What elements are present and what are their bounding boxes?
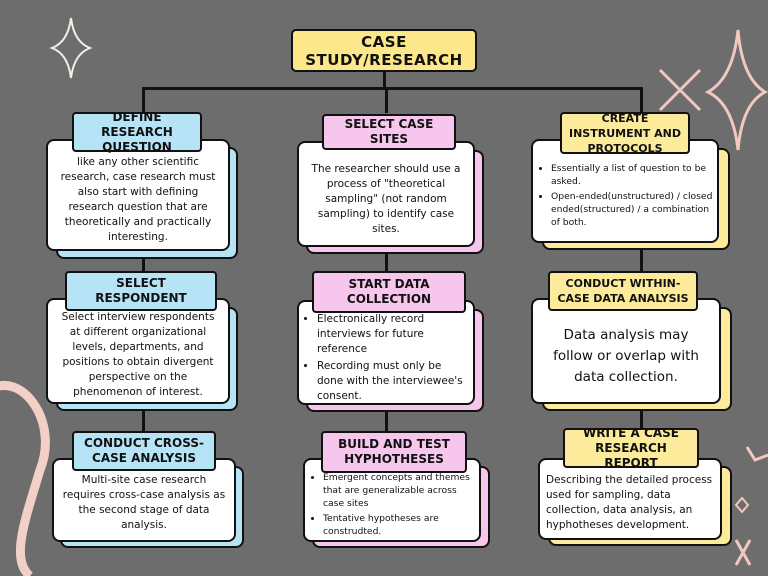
step-label: SELECT CASE SITES	[322, 114, 456, 150]
sparkle-icon	[745, 446, 768, 462]
step-label: SELECT RESPONDENT	[65, 271, 217, 311]
sparkle-icon	[734, 496, 750, 514]
step-text: Data analysis may follow or overlap with…	[553, 326, 699, 385]
connector	[385, 87, 388, 113]
sparkle-icon	[658, 68, 702, 112]
step-card: Data analysis may follow or overlap with…	[531, 298, 721, 404]
bullet-item: Emergent concepts and themes that are ge…	[323, 471, 475, 510]
bullet-item: Essentially a list of question to be ask…	[551, 162, 713, 188]
step-label: WRITE A CASE RESEARCH REPORT	[563, 426, 699, 470]
step-label: DEFINE RESEARCH QUESTION	[72, 110, 202, 154]
step-label: CONDUCT WITHIN-CASE DATA ANALYSIS	[548, 271, 698, 311]
sparkle-icon	[734, 539, 752, 566]
bullet-list: Essentially a list of question to be ask…	[537, 162, 713, 231]
bullet-item: Recording must only be done with the int…	[317, 359, 469, 404]
step-text: like any other scientific research, case…	[60, 156, 216, 243]
connector	[385, 245, 388, 271]
bullet-item: Tentative hypotheses are construdted.	[323, 512, 475, 538]
step-label: CONDUCT CROSS-CASE ANALYSIS	[72, 431, 216, 471]
step-card: Describing the detailed process used for…	[538, 458, 722, 540]
sparkle-icon	[704, 29, 768, 151]
step-card: Multi-site case research requires cross-…	[52, 458, 236, 542]
step-label: CREATE INSTRUMENT AND PROTOCOLS	[560, 112, 690, 155]
step-text: Multi-site case research requires cross-…	[62, 474, 226, 531]
step-text: Describing the detailed process used for…	[546, 474, 713, 531]
connector	[142, 87, 145, 113]
step-card: The researcher should use a process of "…	[297, 141, 475, 247]
bullet-item: Electronically record interviews for fut…	[317, 312, 469, 357]
connector	[640, 87, 643, 113]
step-text: Select interview respondents at differen…	[61, 311, 215, 398]
heart-doodle	[0, 381, 50, 576]
step-text: The researcher should use a process of "…	[311, 162, 461, 235]
connector	[142, 87, 642, 90]
bullet-item: Open-ended(unstructured) / closed ended(…	[551, 190, 713, 229]
bullet-list: Electronically record interviews for fut…	[303, 312, 469, 406]
step-label: BUILD AND TEST HYPHOTHESES	[321, 431, 467, 473]
connector	[640, 405, 643, 431]
connector	[385, 405, 388, 431]
step-card: Select interview respondents at differen…	[46, 298, 230, 404]
step-label: START DATA COLLECTION	[312, 271, 466, 313]
bullet-list: Emergent concepts and themes that are ge…	[309, 471, 475, 540]
step-card: like any other scientific research, case…	[46, 139, 230, 251]
sparkle-icon	[49, 17, 93, 79]
connector	[142, 405, 145, 431]
step-card: Essentially a list of question to be ask…	[531, 139, 719, 243]
connector	[383, 72, 386, 88]
step-card: Electronically record interviews for fut…	[297, 300, 475, 405]
diagram-title: CASE STUDY/RESEARCH	[291, 29, 477, 72]
connector	[640, 245, 643, 271]
